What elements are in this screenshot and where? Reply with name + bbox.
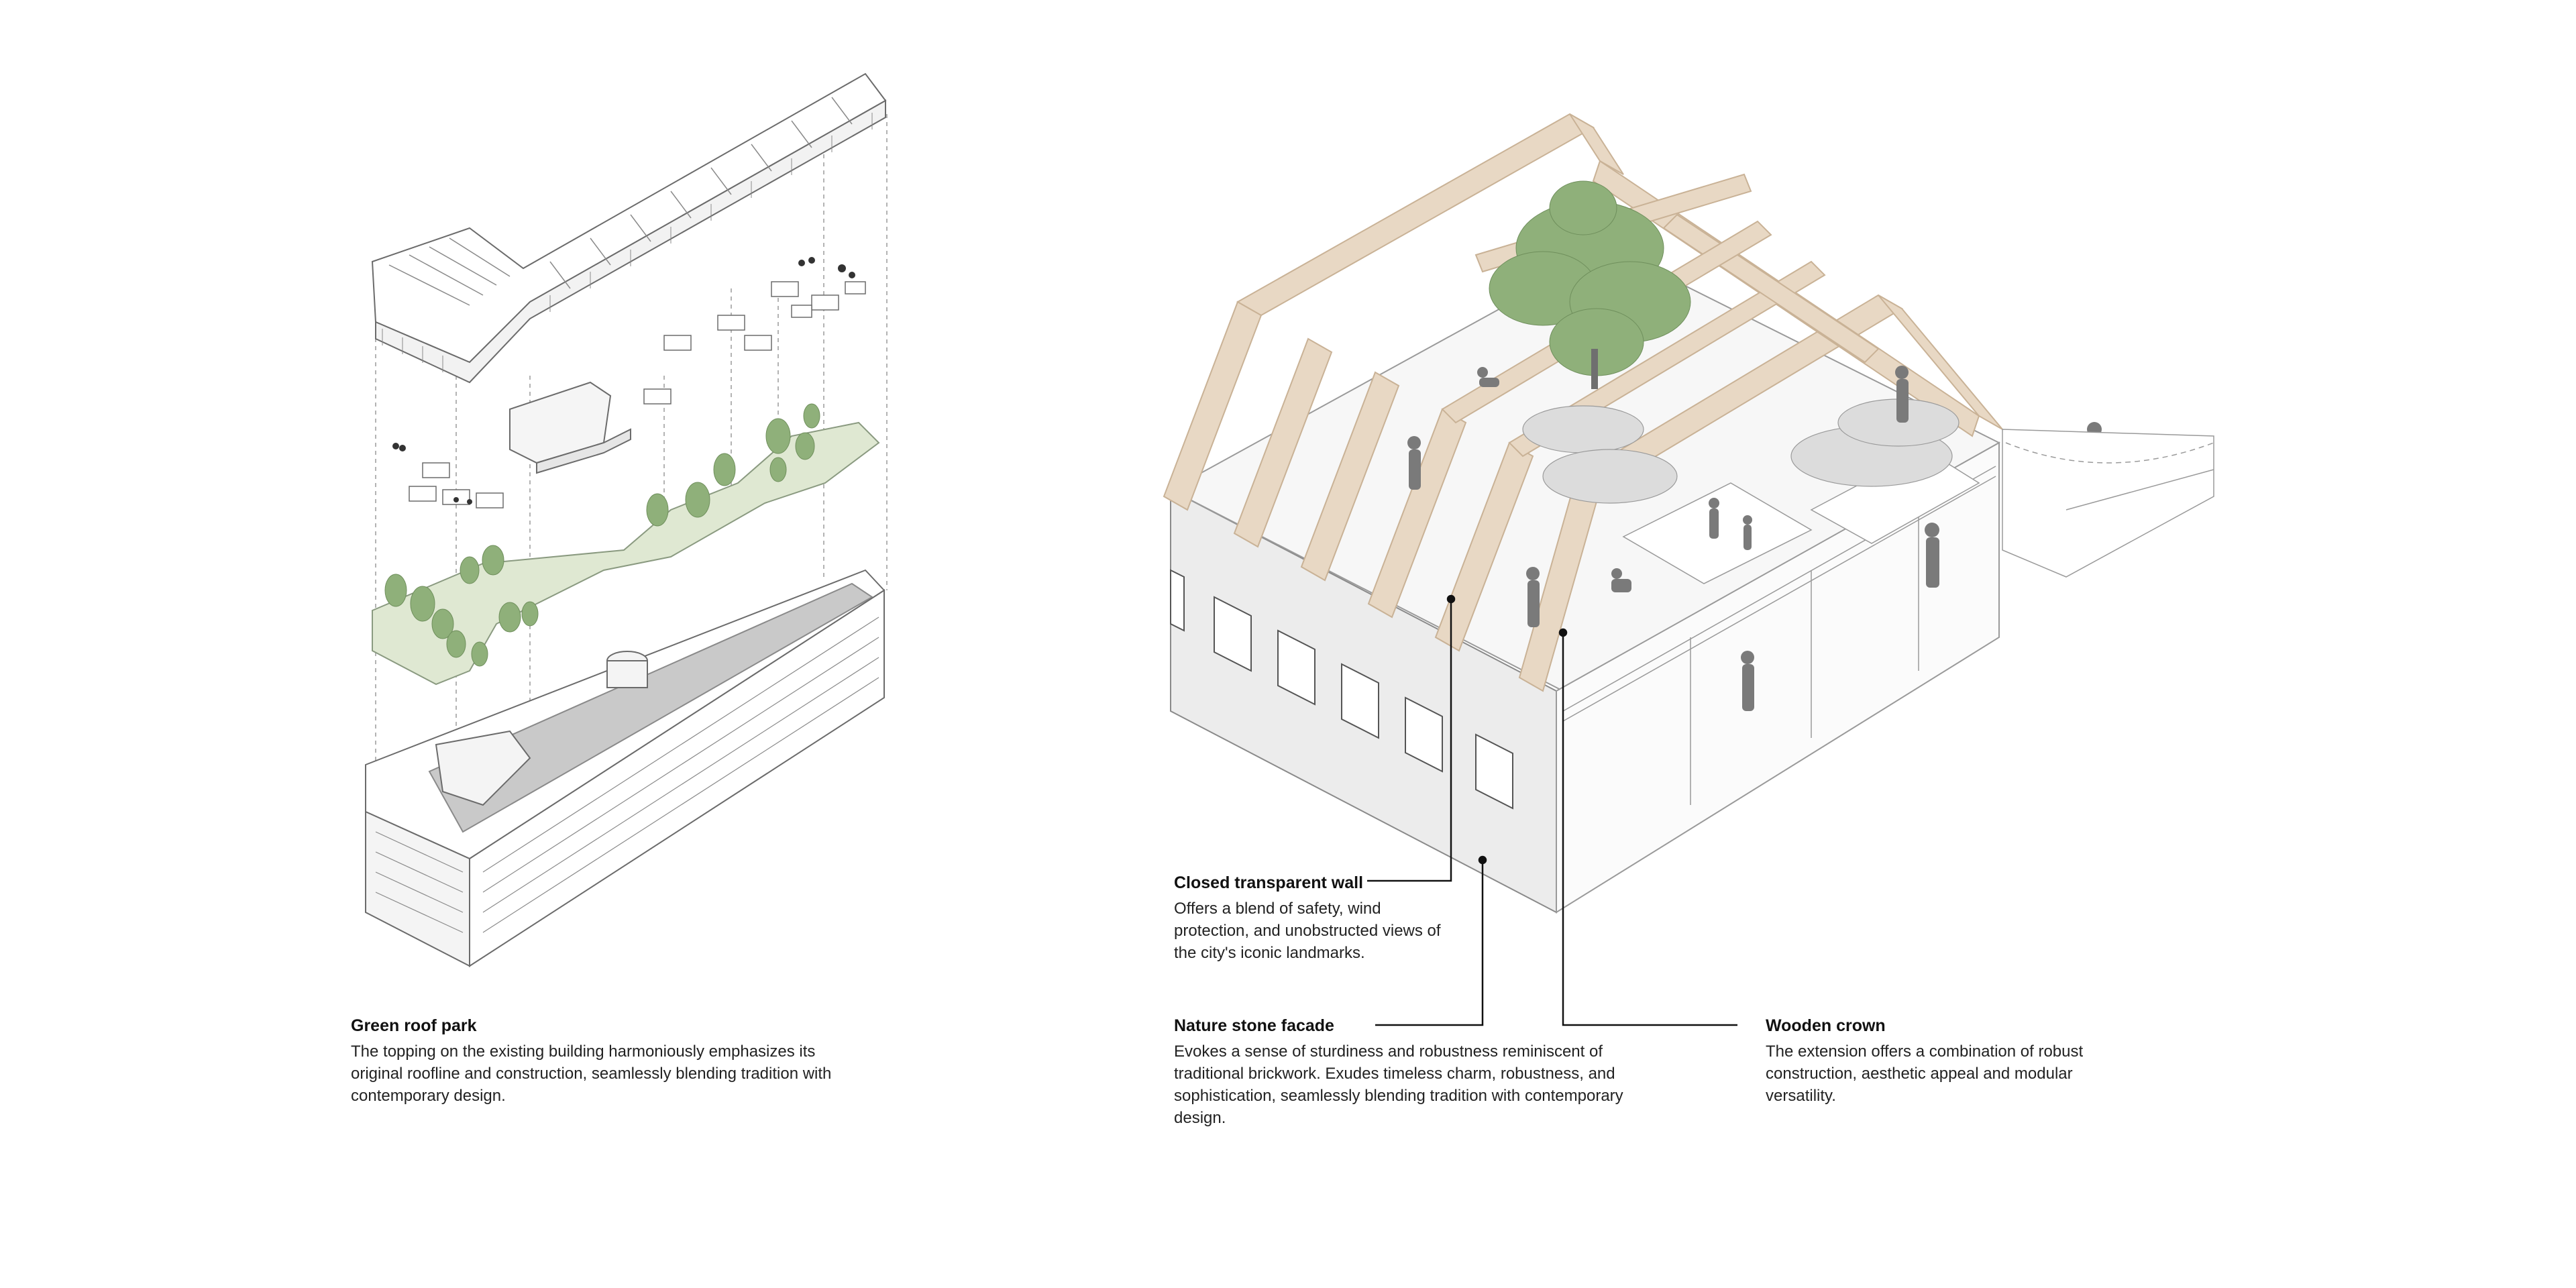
roof-canopy-layer xyxy=(371,72,887,384)
timber-crown-axonometric xyxy=(1163,113,2214,914)
green-park-layer xyxy=(372,403,880,686)
planters xyxy=(1522,398,1960,504)
roof-tree xyxy=(1489,180,1691,389)
caption-nature-stone-facade: Nature stone facade Evokes a sense of st… xyxy=(1174,1015,1630,1129)
existing-building xyxy=(365,569,885,967)
caption-title: Closed transparent wall xyxy=(1174,873,1364,892)
leader-stone-facade xyxy=(1375,860,1484,1026)
caption-body: The topping on the existing building har… xyxy=(351,1042,832,1105)
caption-body: Offers a blend of safety, wind protectio… xyxy=(1174,900,1441,962)
leader-lines xyxy=(1367,594,1737,1026)
caption-body: Evokes a sense of sturdiness and robustn… xyxy=(1174,1042,1623,1127)
exploded-axonometric xyxy=(365,72,888,967)
caption-title: Wooden crown xyxy=(1766,1016,1886,1035)
caption-body: The extension offers a combination of ro… xyxy=(1766,1042,2084,1105)
caption-wooden-crown: Wooden crown The extension offers a comb… xyxy=(1766,1015,2141,1107)
caption-closed-transparent-wall: Closed transparent wall Offers a blend o… xyxy=(1174,872,1442,964)
caption-title: Green roof park xyxy=(351,1016,477,1035)
projection-lines xyxy=(375,114,888,771)
caption-green-roof-park: Green roof park The topping on the exist… xyxy=(351,1015,861,1107)
facade-windows xyxy=(1170,569,1513,810)
side-terrace xyxy=(2002,429,2214,578)
leader-wooden-crown xyxy=(1562,633,1737,1026)
caption-title: Nature stone facade xyxy=(1174,1016,1334,1035)
pavilion-layer xyxy=(392,257,866,508)
leader-transparent-wall xyxy=(1367,599,1452,882)
